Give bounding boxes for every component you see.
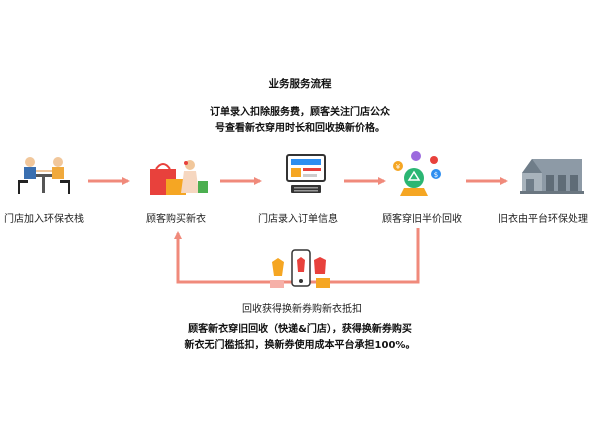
top-note-line: 号查看新衣穿用时长和回收换新价格。: [215, 123, 385, 134]
diagram-title: 业务服务流程: [268, 78, 332, 90]
phone-clothes-icon: [270, 249, 330, 288]
store-meeting-icon: [18, 157, 70, 194]
warehouse-icon: [520, 159, 584, 194]
bottom-note: 顾客新衣穿旧回收（快递&门店），获得换新券购买 新衣无门槛抵扣，换新券使用成本平…: [150, 322, 450, 354]
svg-text:$: $: [434, 171, 438, 179]
step-label-platform-processing: 旧衣由平台环保处理: [498, 214, 588, 225]
step-label-store-join: 门店加入环保衣栈: [4, 214, 84, 225]
computer-order-icon: [286, 154, 326, 193]
top-note-line: 订单录入扣除服务费，顾客关注门店公众: [210, 107, 390, 118]
shopping-icon: [150, 160, 208, 195]
bottom-note-line: 新衣无门槛抵扣，换新券使用成本平台承担100%。: [184, 340, 416, 351]
bottom-note-line: 顾客新衣穿旧回收（快递&门店），获得换新券购买: [188, 324, 412, 335]
recycle-coins-icon: ¥ $: [393, 151, 441, 196]
step-label-half-price-recycle: 顾客穿旧半价回收: [382, 214, 462, 225]
svg-text:¥: ¥: [396, 163, 401, 171]
top-note: 订单录入扣除服务费，顾客关注门店公众 号查看新衣穿用时长和回收换新价格。: [150, 105, 450, 137]
step-label-order-entry: 门店录入订单信息: [258, 214, 338, 225]
loop-label: 回收获得换新券购新衣抵扣: [242, 304, 362, 315]
step-label-buy-new: 顾客购买新衣: [146, 214, 206, 225]
